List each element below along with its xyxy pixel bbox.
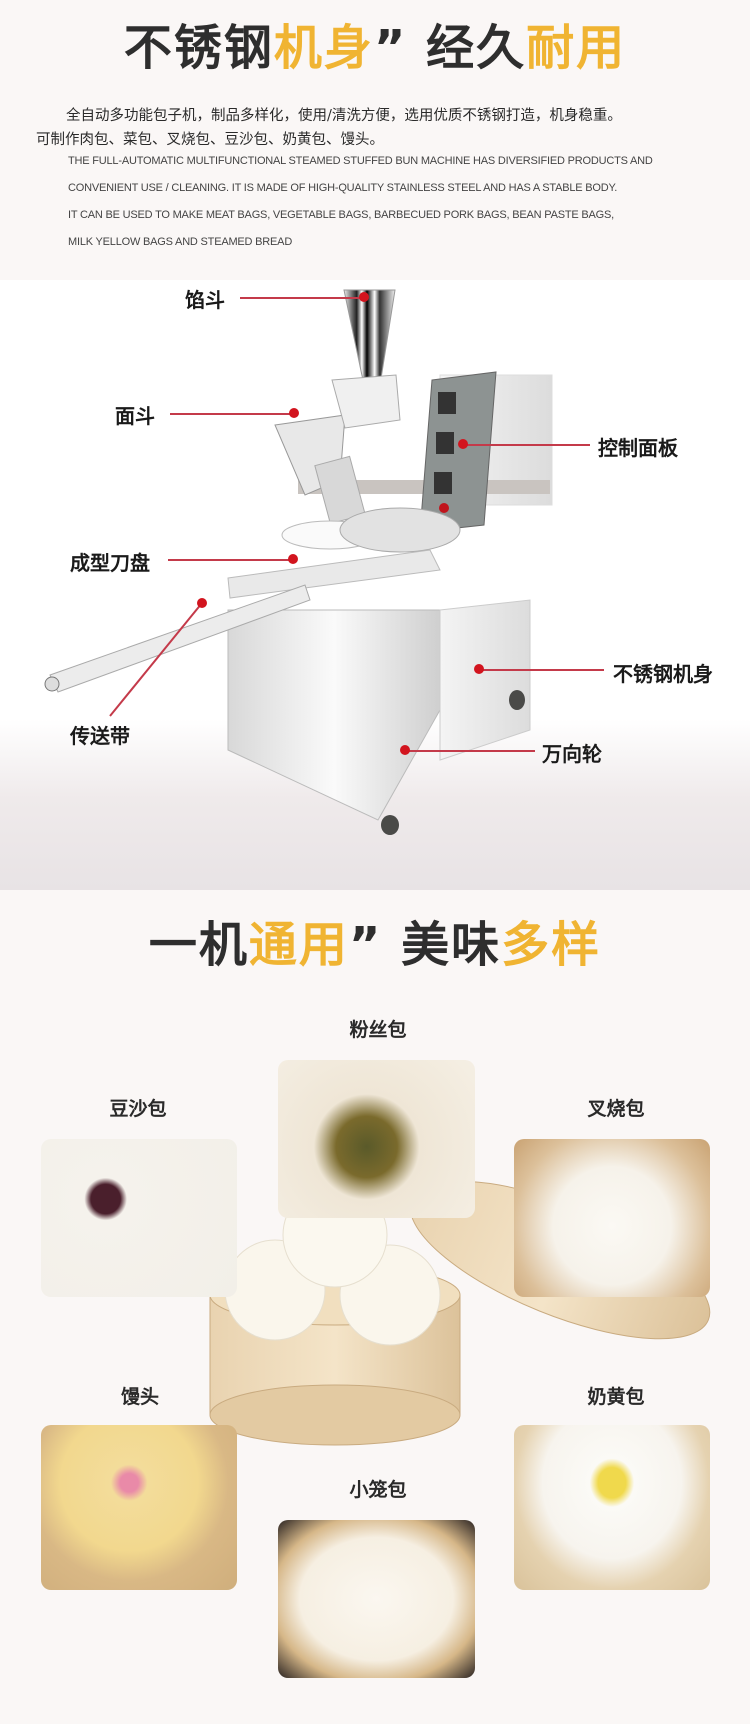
- intro-cn-line-1: 全自动多功能包子机，制品多样化，使用/清洗方便，选用优质不锈钢打造，机身稳重。: [66, 108, 622, 124]
- callout-dot: [289, 408, 299, 418]
- leader-line: [465, 444, 590, 446]
- callout-dot: [474, 664, 484, 674]
- intro-en-line-1: THE FULL-AUTOMATIC MULTIFUNCTIONAL STEAM…: [68, 155, 653, 167]
- part-label-filling-hopper: 馅斗: [185, 288, 225, 312]
- headline-part: 不锈钢: [123, 20, 274, 76]
- headline-part: 一机: [148, 917, 249, 973]
- part-label-conveyor-belt: 传送带: [70, 724, 130, 748]
- callout-dot: [400, 745, 410, 755]
- part-label-forming-cutter: 成型刀盘: [70, 551, 150, 575]
- headline-versatile: 一机通用” 美味多样: [0, 915, 750, 975]
- bun-photo-mantou: [41, 1425, 237, 1590]
- part-label-caster-wheel: 万向轮: [542, 742, 602, 766]
- bun-photo-vermicelli: [278, 1060, 475, 1218]
- bun-photo-char-siu: [514, 1139, 710, 1297]
- leader-line: [168, 559, 290, 561]
- leader-line: [240, 297, 363, 299]
- callout-dot: [458, 439, 468, 449]
- headline-part: 多样: [501, 917, 602, 973]
- intro-en-line-2: CONVENIENT USE / CLEANING. IT IS MADE OF…: [68, 182, 618, 194]
- bun-label-vermicelli: 粉丝包: [349, 1019, 407, 1041]
- headline-part: ” 经久: [373, 20, 527, 76]
- callout-dot: [288, 554, 298, 564]
- bun-machine-illustration: [44, 289, 553, 835]
- bun-label-custard: 奶黄包: [587, 1386, 645, 1408]
- intro-chinese: 全自动多功能包子机，制品多样化，使用/清洗方便，选用优质不锈钢打造，机身稳重。 …: [36, 104, 726, 152]
- intro-section: 不锈钢机身” 经久耐用 全自动多功能包子机，制品多样化，使用/清洗方便，选用优质…: [0, 0, 750, 280]
- leader-line: [405, 750, 535, 752]
- bun-photo-custard: [514, 1425, 710, 1590]
- part-label-control-panel: 控制面板: [598, 436, 678, 460]
- bun-photo-red-bean: [41, 1139, 237, 1297]
- bun-label-char-siu: 叉烧包: [587, 1098, 645, 1120]
- leader-line: [170, 413, 290, 415]
- bun-photo-xiaolongbao: [278, 1520, 475, 1678]
- bun-varieties-section: 一机通用” 美味多样 粉丝包 豆沙包 叉烧包 馒头 奶黄包 小笼包: [0, 890, 750, 1724]
- headline-part: 通用: [248, 917, 349, 973]
- bamboo-steamer-illustration: [209, 1180, 711, 1446]
- intro-en-line-4: MILK YELLOW BAGS AND STEAMED BREAD: [68, 236, 293, 248]
- callout-dot: [359, 292, 369, 302]
- headline-stainless-body: 不锈钢机身” 经久耐用: [0, 18, 750, 78]
- headline-part: 耐用: [526, 20, 627, 76]
- leader-line: [482, 669, 604, 671]
- bun-label-red-bean: 豆沙包: [109, 1098, 167, 1120]
- part-label-dough-hopper: 面斗: [115, 404, 155, 428]
- headline-part: 机身: [273, 20, 374, 76]
- machine-diagram: 馅斗 面斗 控制面板 成型刀盘 不锈钢机身 传送带 万向轮: [0, 280, 750, 890]
- intro-cn-line-2: 可制作肉包、菜包、叉烧包、豆沙包、奶黄包、馒头。: [36, 132, 384, 148]
- intro-en-line-3: IT CAN BE USED TO MAKE MEAT BAGS, VEGETA…: [68, 209, 615, 221]
- bun-label-mantou: 馒头: [120, 1386, 159, 1408]
- bun-label-xiaolongbao: 小笼包: [349, 1479, 407, 1501]
- headline-part: ” 美味: [348, 917, 502, 973]
- part-label-stainless-body: 不锈钢机身: [613, 662, 713, 686]
